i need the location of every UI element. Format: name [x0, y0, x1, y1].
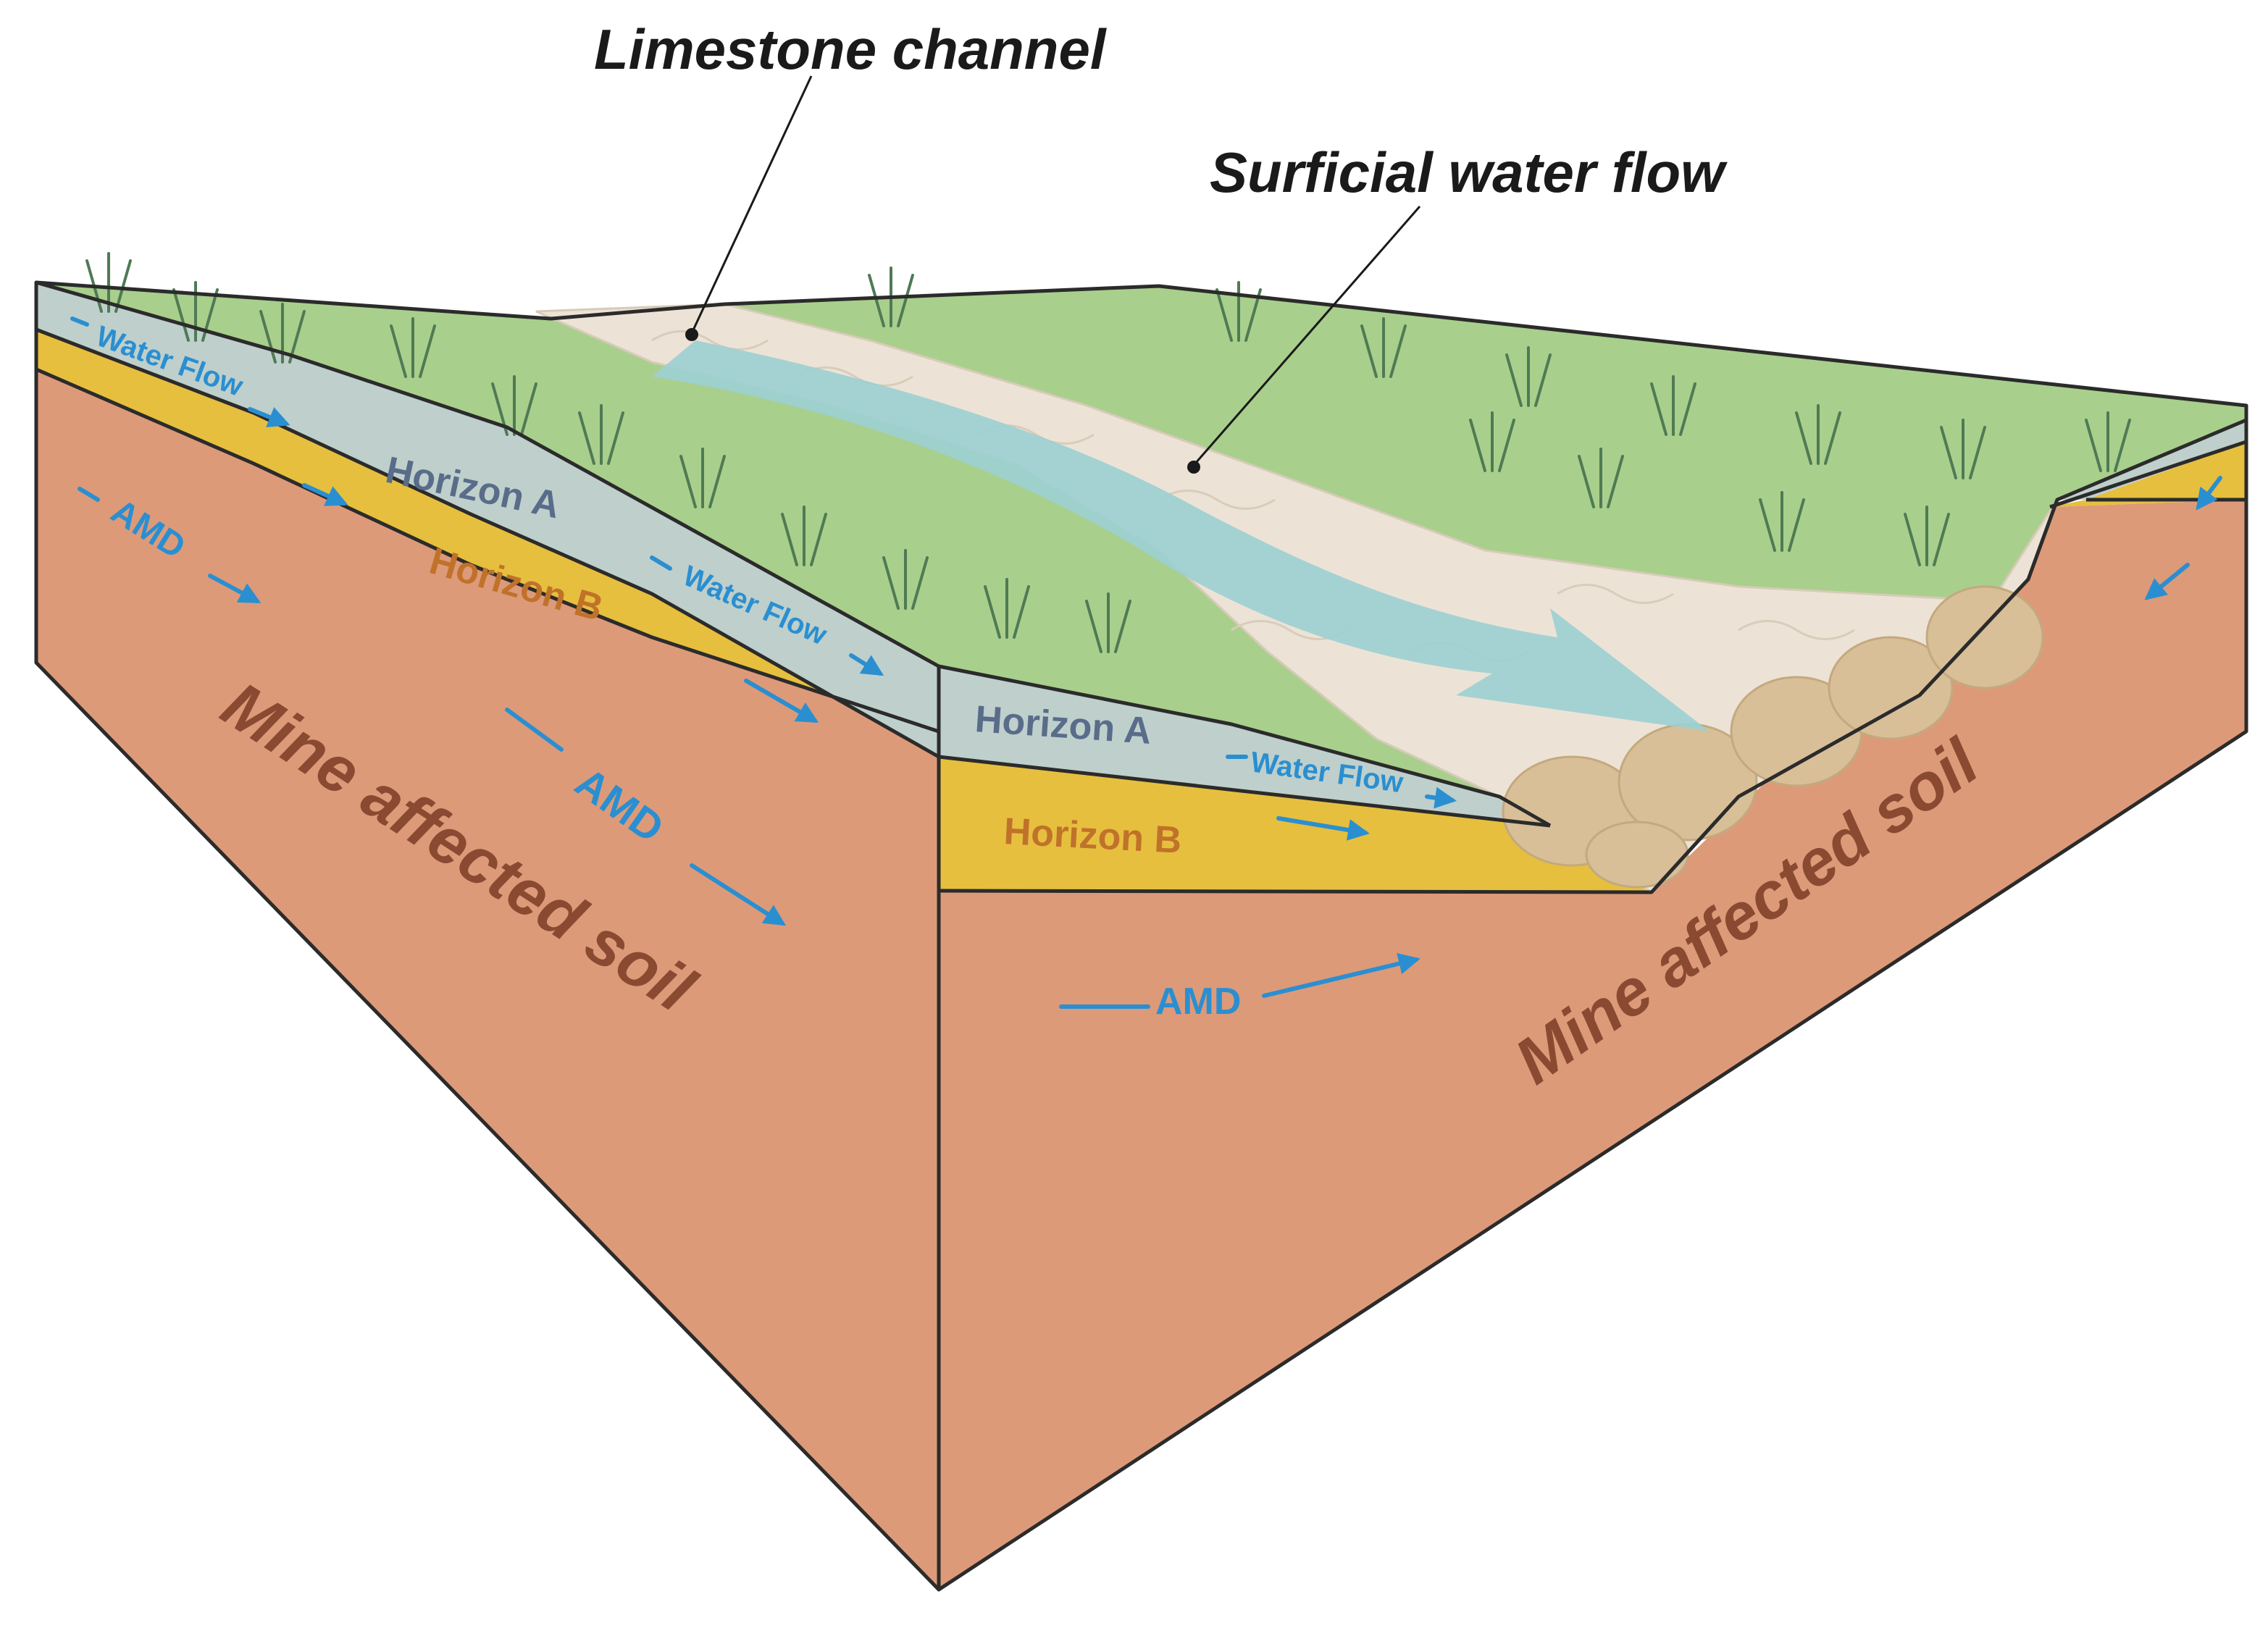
amd-arrow-1: [208, 574, 261, 603]
mine-soil-left-face: [36, 369, 939, 1590]
amd-label-3: AMD: [1155, 981, 1241, 1023]
water-flow-arrow-4: [744, 679, 819, 723]
right-side-arrow-2: [2144, 563, 2190, 600]
water-flow-arrow-1: [248, 407, 290, 428]
water-leader-line: [1194, 206, 1421, 464]
water-flow-arrow-6: [1276, 816, 1370, 841]
mine-soil-top-edge: [938, 418, 2247, 894]
horizon-b-left-edge: [35, 367, 940, 734]
block-outline: [34, 280, 2248, 1592]
horizon-b-right-band: [939, 757, 1652, 892]
water-leader-dot: [1187, 461, 1200, 474]
surficial-water-flow-label: Surficial water flow: [1210, 140, 1728, 204]
horizon-b-label-right: Horizon B: [1003, 810, 1182, 862]
amd-arrow-3: [1262, 952, 1420, 998]
surficial-water-arrow: [652, 340, 1710, 731]
water-flow-arrow-3: [849, 653, 884, 676]
horizon-b-left-band: [36, 330, 939, 757]
flow-arrows: [70, 316, 2222, 1009]
horizon-a-left-edge: [35, 327, 1551, 828]
limestone-leader-line: [690, 75, 813, 334]
boulders: [1502, 585, 2044, 889]
water-flow-arrow-2: [302, 483, 348, 506]
limestone-leader-dot: [685, 328, 698, 341]
mine-soil-right-face: [939, 500, 2246, 1590]
right-side-arrow-1: [2196, 476, 2222, 511]
horizon-a-right-band: [939, 666, 1550, 826]
amd-arrow-2: [690, 863, 787, 926]
back-right-layer-edge: [2049, 440, 2247, 509]
limestone-channel-label: Limestone channel: [594, 17, 1107, 81]
surface-front-edge: [35, 280, 1552, 828]
water-flow-arrow-5: [1425, 786, 1457, 809]
